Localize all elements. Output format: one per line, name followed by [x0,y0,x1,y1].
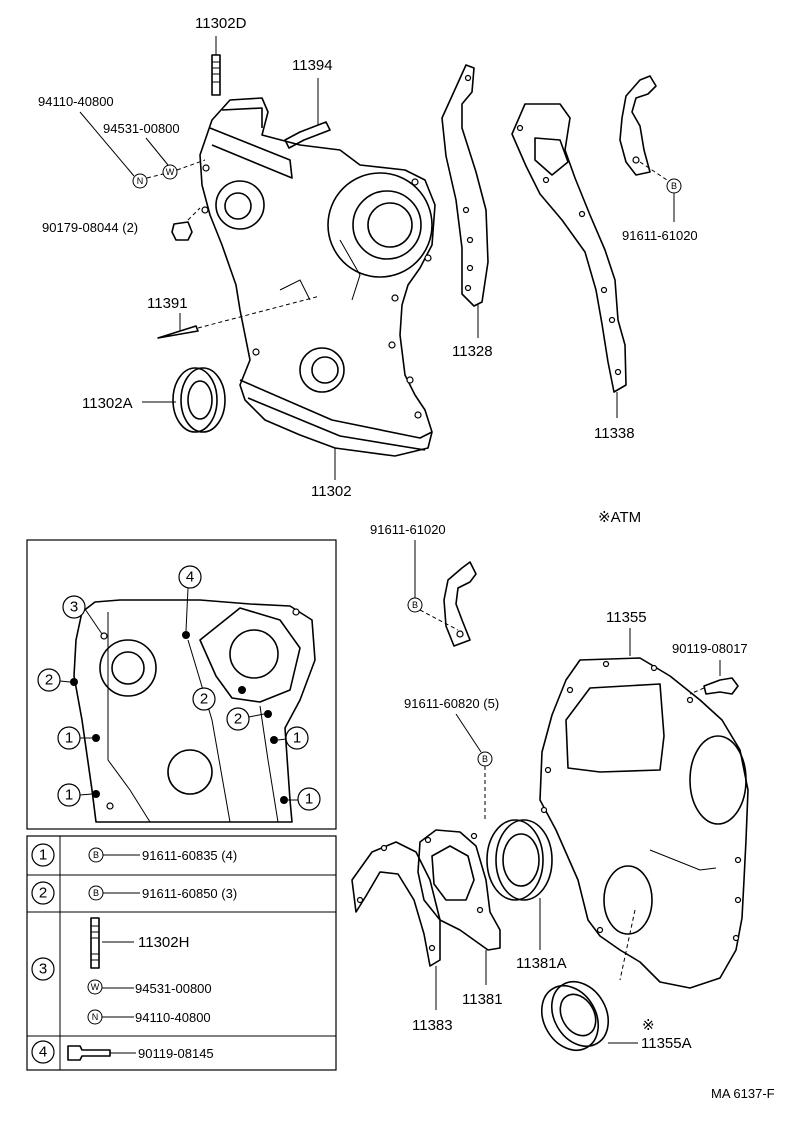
legend-table [26,835,337,1071]
inset-callout-2c: 2 [226,707,265,731]
gasket-11383 [351,841,441,967]
label-90179-08044: 90179-08044 (2) [42,220,138,235]
inset-cover-outline [70,599,316,823]
label-91611-61020-mid: 91611-61020 [370,522,446,537]
svg-text:4: 4 [186,569,194,586]
svg-text:B: B [93,888,99,898]
dash-bracket-mid [419,609,459,631]
label-91611-61020-top: 91611-61020 [622,228,698,243]
label-11302A: 11302A [82,395,133,412]
svg-text:4: 4 [39,1044,47,1061]
svg-text:B: B [671,181,677,191]
oil-seal-11302A [172,367,226,433]
dash-11355A [619,909,636,981]
marker-b-top: B [666,178,682,194]
legend-part-11302H: 11302H [138,934,189,951]
svg-text:2: 2 [45,672,53,689]
label-atm: ※ATM [598,509,641,526]
marker-b-60820: B [477,751,493,767]
inset-callout-3: 3 [62,595,103,635]
label-94531-00800: 94531-00800 [103,121,180,136]
label-11302D: 11302D [195,15,247,32]
inset-callout-2a: 2 [37,668,71,692]
legend-part-91611-60850: 91611-60850 (3) [142,886,237,901]
inset-callout-1d: 1 [288,787,321,811]
gasket-11328 [441,64,489,307]
svg-text:W: W [166,167,175,177]
svg-text:W: W [91,982,100,992]
svg-text:1: 1 [65,730,73,747]
bolt-90119-08017 [689,677,739,695]
dash-to-stud [146,159,206,179]
bracket-middle [443,561,477,647]
inset-callout-1a: 1 [57,726,92,750]
svg-text:B: B [93,850,99,860]
label-11381A: 11381A [516,955,567,972]
svg-text:3: 3 [70,599,78,616]
legend-part-90119-08145: 90119-08145 [138,1046,214,1061]
label-11391: 11391 [147,295,188,312]
stud-11302D [211,36,221,96]
svg-text:1: 1 [65,787,73,804]
retainer-11381 [417,829,501,951]
svg-text:2: 2 [234,711,242,728]
marker-b-mid: B [407,597,423,613]
label-91611-60820: 91611-60820 (5) [404,696,499,711]
label-11355: 11355 [606,609,647,626]
label-11328: 11328 [452,343,493,360]
svg-text:N: N [137,176,144,186]
label-94110-40800: 94110-40800 [38,94,114,109]
leader-94531 [145,137,169,166]
legend-part-91611-60835: 91611-60835 (4) [142,848,237,863]
svg-text:1: 1 [305,791,313,808]
timing-cover-11302 [199,97,436,457]
catalog-code: MA 6137-F [711,1086,775,1101]
svg-text:2: 2 [39,885,47,902]
nut-90179-08044 [171,207,201,241]
leader-91611-60820 [455,713,482,753]
inset-callout-2b: 2 [192,687,216,711]
dash-bracket-top [639,161,671,183]
svg-text:B: B [412,600,418,610]
seal-11381A [486,819,553,901]
inset-callout-1b: 1 [57,783,93,807]
bolt-11394 [284,78,331,149]
legend-row-2: 2 B 91611-60850 (3) [31,881,237,905]
inset-bolt-location-box [26,539,337,830]
svg-text:1: 1 [293,730,301,747]
legend-row-3: 3 11302H W 94531-00800 N 94110-40800 [31,917,212,1025]
legend-part-94110-40800: 94110-40800 [135,1010,211,1025]
legend-part-94531-00800: 94531-00800 [135,981,212,996]
bracket-top-right [619,75,657,176]
marker-w-94531: W [162,164,178,180]
label-11355A-mark: ※ [642,1017,655,1034]
svg-text:N: N [92,1012,99,1022]
svg-text:3: 3 [39,961,47,978]
label-11381: 11381 [462,991,503,1008]
label-11355A: 11355A [641,1035,692,1052]
end-plate-11355 [539,657,749,989]
inset-callout-1c: 1 [277,726,309,750]
legend-row-1: 1 B 91611-60835 (4) [31,843,237,867]
seal-11355A [540,981,610,1051]
svg-text:2: 2 [200,691,208,708]
leader-94110 [79,111,135,177]
svg-text:B: B [482,754,488,764]
label-11302: 11302 [311,483,352,500]
label-11338: 11338 [594,425,635,442]
marker-n-94110: N [132,173,148,189]
label-90119-08017: 90119-08017 [672,641,748,656]
legend-row-4: 4 90119-08145 [31,1040,214,1064]
svg-text:1: 1 [39,847,47,864]
gasket-11338 [511,103,627,393]
label-11383: 11383 [412,1017,453,1034]
inset-callout-4: 4 [178,565,202,632]
label-11394: 11394 [292,57,333,74]
pin-11391 [157,295,321,339]
